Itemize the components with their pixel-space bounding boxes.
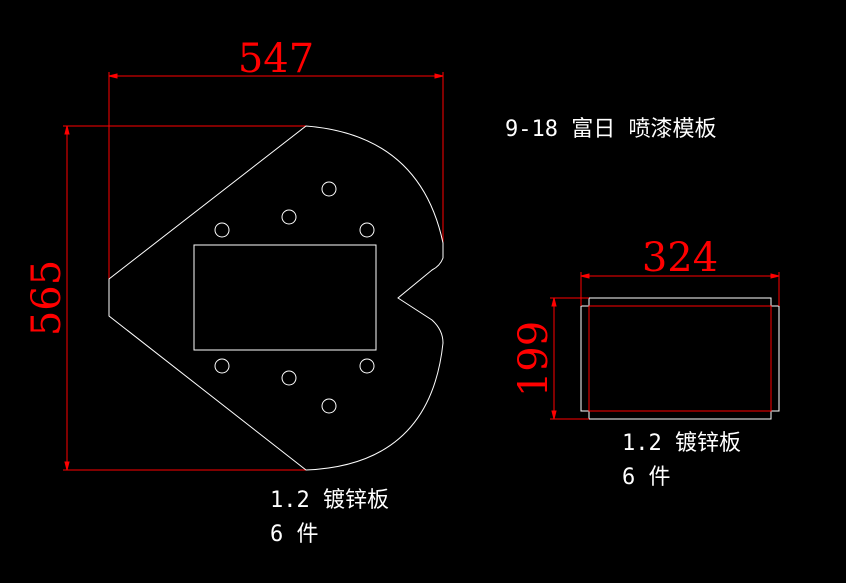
rect-outer-tall bbox=[588, 297, 772, 420]
part1-material: 1.2 镀锌板 bbox=[270, 488, 389, 513]
part2-quantity: 6 件 bbox=[622, 465, 671, 490]
dim-199-label: 199 bbox=[511, 321, 557, 397]
hole bbox=[321, 398, 337, 414]
hole bbox=[214, 358, 230, 374]
hole bbox=[281, 370, 297, 386]
hole bbox=[214, 222, 230, 238]
hole bbox=[321, 181, 337, 197]
arrowheads bbox=[551, 273, 780, 420]
part1-dimensions bbox=[63, 72, 444, 471]
rect-outer-wide bbox=[580, 305, 780, 412]
part1-quantity: 6 件 bbox=[270, 522, 319, 547]
dim-547-label: 547 bbox=[238, 36, 314, 82]
hole bbox=[359, 222, 375, 238]
part1-outline bbox=[108, 125, 444, 471]
arrowheads bbox=[64, 73, 444, 471]
hole bbox=[359, 358, 375, 374]
part2-dimensions bbox=[550, 272, 780, 420]
part2-geometry bbox=[580, 297, 780, 420]
dim-565-label: 565 bbox=[24, 260, 70, 336]
dim-324-label: 324 bbox=[642, 235, 718, 281]
rect-inner-red bbox=[588, 305, 772, 412]
hole bbox=[281, 209, 297, 225]
part2-material: 1.2 镀锌板 bbox=[622, 431, 741, 456]
template-outline bbox=[108, 125, 444, 471]
drawing-title: 9-18 富日 喷漆模板 bbox=[505, 117, 717, 142]
rect-cutout bbox=[193, 244, 377, 351]
